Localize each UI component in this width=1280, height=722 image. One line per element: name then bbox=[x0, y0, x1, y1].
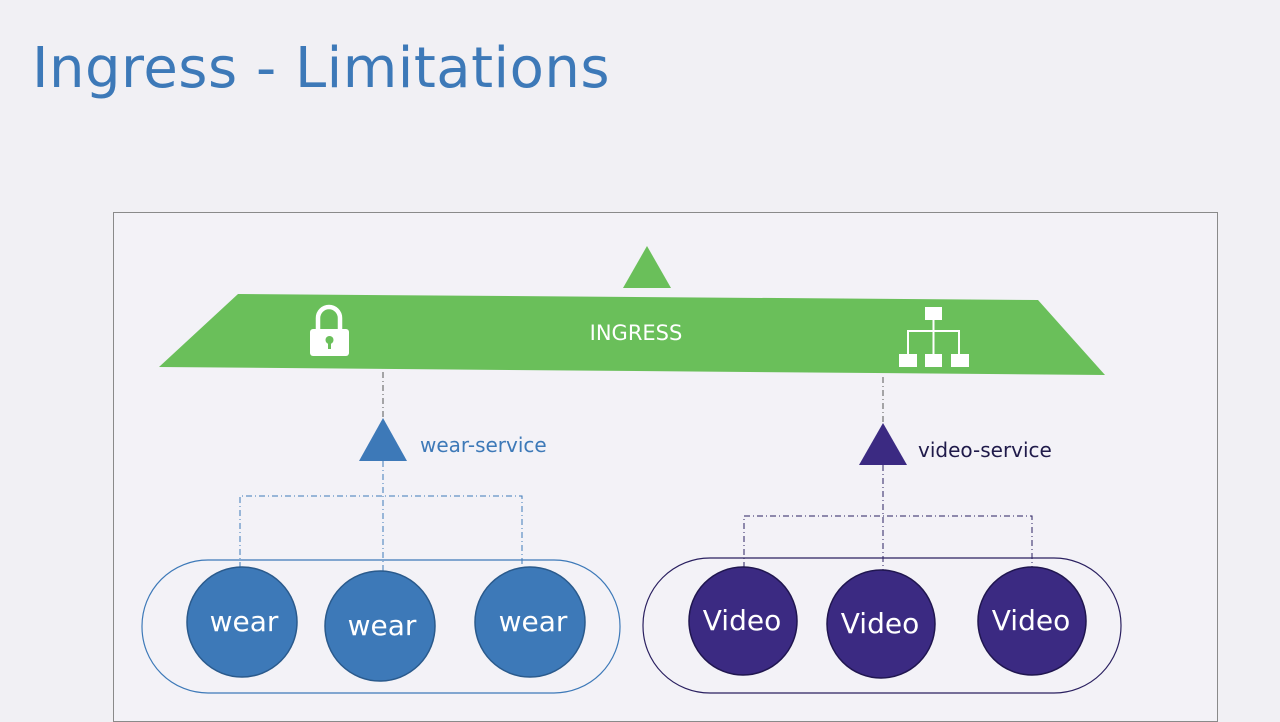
pod-label: Video bbox=[703, 604, 781, 637]
ingress-label: INGRESS bbox=[590, 321, 683, 345]
video-service-triangle bbox=[859, 423, 907, 465]
page-title: Ingress - Limitations bbox=[32, 36, 611, 101]
hierarchy-icon bbox=[899, 307, 969, 367]
lock-icon bbox=[310, 304, 349, 356]
pod-label: Video bbox=[841, 607, 919, 640]
wear-service-triangle bbox=[359, 418, 407, 461]
video-pod: Video bbox=[977, 566, 1087, 676]
wear-fanout-lines bbox=[239, 461, 523, 572]
video-pod: Video bbox=[826, 569, 936, 679]
video-fanout-lines bbox=[743, 465, 1033, 572]
video-service-label: video-service bbox=[918, 438, 1052, 462]
ingress-bar bbox=[159, 294, 1105, 375]
wear-pod: wear bbox=[186, 566, 298, 678]
pod-label: wear bbox=[499, 605, 568, 638]
pod-label: wear bbox=[210, 605, 279, 638]
wear-pod: wear bbox=[474, 566, 586, 678]
video-pod-group bbox=[642, 557, 1122, 694]
pod-label: wear bbox=[348, 609, 417, 642]
pod-label: Video bbox=[992, 604, 1070, 637]
ingress-entry-triangle bbox=[623, 246, 671, 288]
wear-pod-group bbox=[141, 559, 621, 694]
wear-pod: wear bbox=[324, 570, 436, 682]
wear-service-label: wear-service bbox=[420, 433, 547, 457]
video-pod: Video bbox=[688, 566, 798, 676]
